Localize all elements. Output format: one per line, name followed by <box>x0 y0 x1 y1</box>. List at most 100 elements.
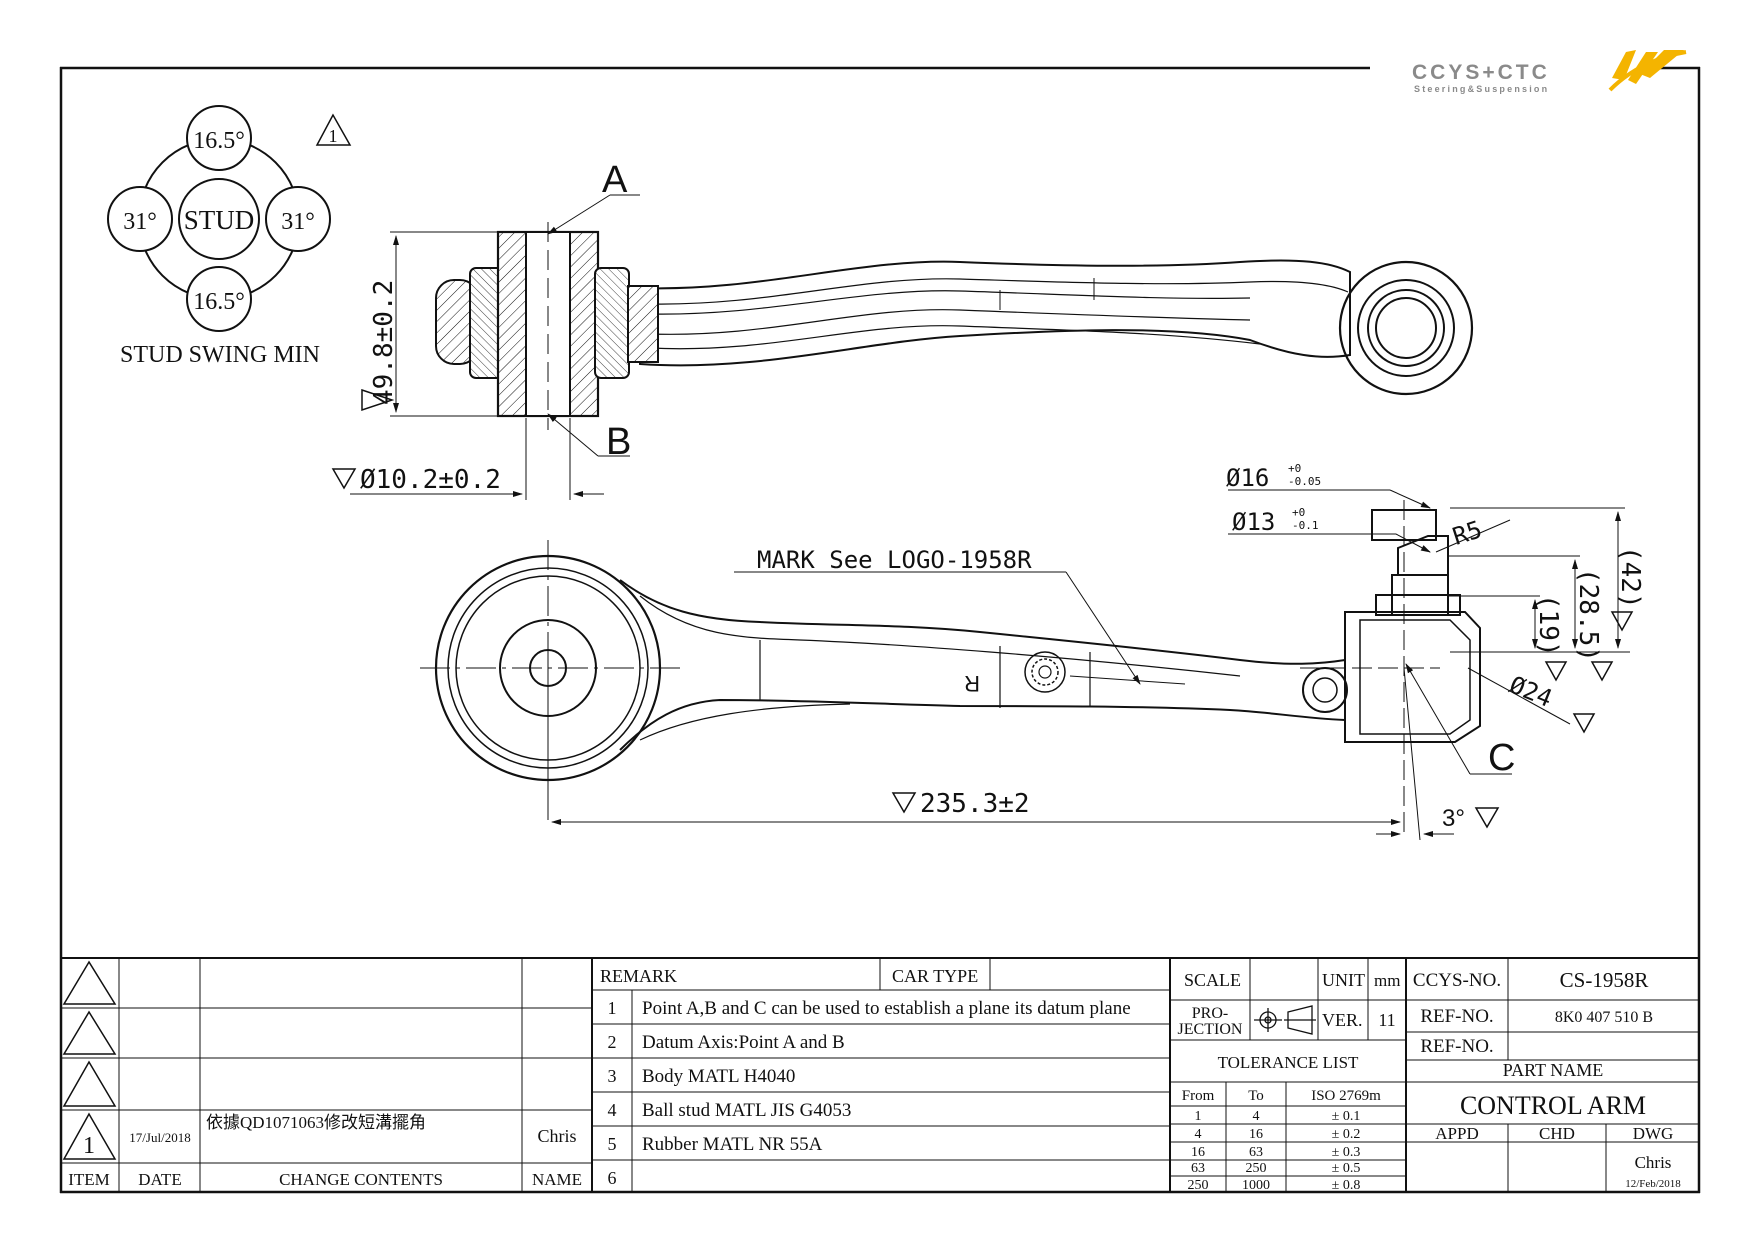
part-name-value: CONTROL ARM <box>1460 1091 1646 1120</box>
stud-d16-dimension: Ø16 <box>1226 464 1269 492</box>
brand-tagline: Steering&Suspension <box>1414 84 1549 94</box>
revision-row-4-item: 1 <box>83 1133 95 1159</box>
tol-row-2-to: 16 <box>1249 1127 1263 1142</box>
stud-d16-tol-upper: +0 <box>1288 462 1301 475</box>
remark-2-text: Datum Axis:Point A and B <box>642 1032 845 1053</box>
title-block: CCYS-NO. CS-1958R REF-NO. 8K0 407 510 B … <box>1413 968 1681 1190</box>
remark-4-no: 4 <box>608 1100 617 1120</box>
remark-3-no: 3 <box>608 1066 617 1086</box>
point-b-label: B <box>606 421 631 463</box>
tol-row-3-to: 63 <box>1249 1145 1263 1160</box>
stud-label: STUD <box>184 205 255 235</box>
datum-triangle-icon <box>1544 611 1634 734</box>
tol-row-5-from: 250 <box>1188 1178 1209 1193</box>
dim-28-5: (28.5) <box>1573 568 1603 662</box>
revision-header-date: DATE <box>138 1170 181 1189</box>
ver-label: VER. <box>1322 1010 1363 1030</box>
remark-5-text: Rubber MATL NR 55A <box>642 1134 823 1155</box>
stud-swing-bottom-circle <box>186 266 252 332</box>
stud-swing-diagram: STUD 16.5° 16.5° 31° 31° STUD SWING MIN <box>107 105 331 368</box>
height-dimension: 49.8±0.2 <box>369 280 399 405</box>
point-a-label: A <box>602 159 628 201</box>
tol-row-1-from: 1 <box>1195 1109 1202 1124</box>
datum-triangle-icon <box>331 468 357 490</box>
length-dimension: 235.3±2 <box>920 789 1030 819</box>
tol-header-iso: ISO 2769m <box>1311 1088 1381 1104</box>
tolerance-title: TOLERANCE LIST <box>1218 1053 1359 1072</box>
unit-value: mm <box>1374 971 1400 990</box>
datum-triangle-icon <box>891 792 917 814</box>
dim-24: Ø24 <box>1506 671 1557 713</box>
revision-triangle-icon: 1 <box>315 113 352 146</box>
scale-label: SCALE <box>1184 970 1241 990</box>
stud-d13-dimension: Ø13 <box>1232 508 1275 536</box>
chd-label: CHD <box>1539 1124 1575 1143</box>
tol-row-1-iso: ± 0.1 <box>1332 1109 1361 1124</box>
stud-swing-right-circle <box>265 186 331 252</box>
tol-row-3-from: 16 <box>1191 1145 1205 1160</box>
radius-dimension: R5 <box>1449 515 1485 551</box>
revision-row-4-date: 17/Jul/2018 <box>129 1130 190 1145</box>
drawer-name: Chris <box>1635 1153 1672 1172</box>
projection-label-line1: PRO- <box>1192 1005 1228 1022</box>
brand-logo-text: CCYS+CTC <box>1412 61 1550 84</box>
logo-mark-icon <box>1024 651 1066 693</box>
revision-row-4-contents: 依據QD1071063修改短溝擺角 <box>206 1113 426 1132</box>
stud-swing-right-value: 31° <box>281 209 315 235</box>
tol-row-1-to: 4 <box>1253 1109 1260 1124</box>
tol-row-5-iso: ± 0.8 <box>1332 1178 1361 1193</box>
datum-triangle-icon <box>361 388 395 412</box>
remark-1-text: Point A,B and C can be used to establish… <box>642 998 1131 1019</box>
remark-6-no: 6 <box>608 1168 617 1188</box>
remark-header: REMARK <box>600 966 677 986</box>
remark-3-text: Body MATL H4040 <box>642 1066 795 1087</box>
revision-header-name: NAME <box>532 1170 582 1189</box>
tol-row-4-iso: ± 0.5 <box>1332 1161 1361 1176</box>
bore-dimension: Ø10.2±0.2 <box>360 465 501 495</box>
spec-table: SCALE UNIT mm PRO- JECTION VER. 11 TOLER… <box>1178 970 1401 1193</box>
unit-label: UNIT <box>1322 970 1365 990</box>
remark-4-text: Ball stud MATL JIS G4053 <box>642 1100 851 1121</box>
projection-symbol-icon <box>1254 1005 1316 1035</box>
tol-row-4-from: 63 <box>1191 1161 1205 1176</box>
part-r-mark: R <box>964 671 980 696</box>
part-name-label: PART NAME <box>1503 1060 1603 1080</box>
tol-row-5-to: 1000 <box>1242 1178 1270 1193</box>
stud-d13-tol-lower: -0.1 <box>1292 519 1319 532</box>
revision-header-item: ITEM <box>68 1170 110 1189</box>
ref-no-label: REF-NO. <box>1420 1006 1493 1027</box>
top-view: 49.8±0.2 Ø10.2±0.2 A B <box>331 159 1474 500</box>
dim-19: (19) <box>1533 594 1563 657</box>
ccys-no-label: CCYS-NO. <box>1413 970 1501 991</box>
revision-header-contents: CHANGE CONTENTS <box>279 1170 443 1189</box>
stud-swing-left-value: 31° <box>123 209 157 235</box>
dwg-label: DWG <box>1633 1124 1674 1143</box>
car-type-label: CAR TYPE <box>892 966 978 986</box>
revision-row-4-name: Chris <box>537 1126 576 1146</box>
stud-swing-center-circle <box>178 178 260 260</box>
stud-d13-tol-upper: +0 <box>1292 506 1305 519</box>
tol-row-4-to: 250 <box>1246 1161 1267 1176</box>
stud-swing-top-circle <box>186 105 252 171</box>
stud-swing-caption: STUD SWING MIN <box>120 342 320 368</box>
tol-row-2-iso: ± 0.2 <box>1332 1127 1361 1142</box>
title-block-grid <box>60 957 1700 1192</box>
mark-note: MARK See LOGO-1958R <box>757 546 1032 574</box>
angle-dimension: 3° <box>1442 805 1465 832</box>
brand-logo: CCYS+CTC Steering&Suspension <box>1412 50 1687 94</box>
projection-label-line2: JECTION <box>1178 1021 1243 1038</box>
tol-header-to: To <box>1248 1088 1264 1104</box>
remark-1-no: 1 <box>608 998 617 1018</box>
stud-swing-top-value: 16.5° <box>193 128 245 154</box>
remark-5-no: 5 <box>608 1134 617 1154</box>
ver-value: 11 <box>1378 1010 1395 1030</box>
datum-triangle-icon <box>1474 807 1500 829</box>
point-c-label: C <box>1488 737 1515 779</box>
svg-text:1: 1 <box>329 126 338 146</box>
remark-2-no: 2 <box>608 1032 617 1052</box>
draw-date: 12/Feb/2018 <box>1625 1178 1681 1190</box>
ccys-no-value: CS-1958R <box>1560 968 1649 992</box>
tol-row-3-iso: ± 0.3 <box>1332 1145 1361 1160</box>
appd-label: APPD <box>1435 1124 1478 1143</box>
